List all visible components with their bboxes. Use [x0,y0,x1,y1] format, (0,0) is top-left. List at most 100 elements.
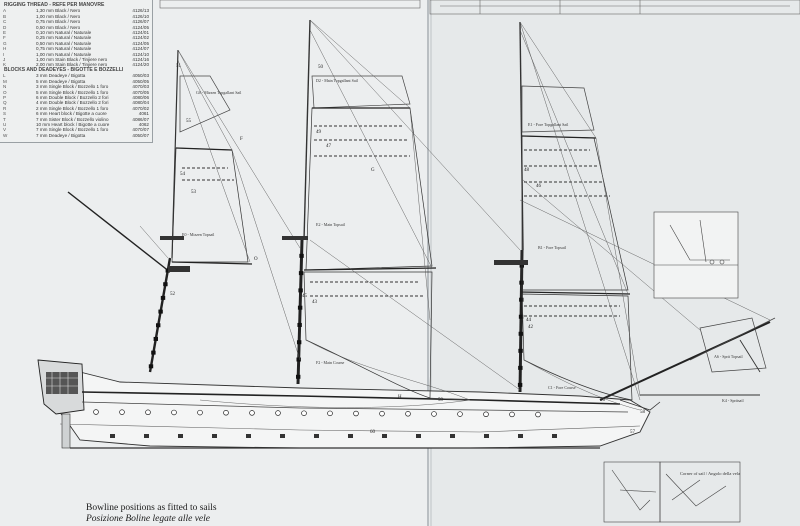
legend-key: D [3,24,7,30]
gun-ports [93,409,541,418]
gun-port [327,410,333,417]
caption-italian: Posizione Boline legate alle vele [86,514,210,524]
mast-band [153,336,158,341]
label-mizzen-topgallant: G0 - Mizzen Topgallant Sail [196,90,242,95]
gun-port [171,409,177,416]
lower-port [450,434,455,438]
mast-band [148,364,154,369]
lower-port [110,434,115,438]
part-number: 44 [526,318,531,323]
mizzen-lateen [67,191,171,273]
waterline [59,423,641,433]
legend-key: U [3,121,7,127]
legend-key: T [3,116,6,122]
fore-topmast [519,21,524,251]
legend-key: V [3,127,7,133]
legend-code: 4070/05 [132,89,149,95]
stern-windows [46,372,78,394]
legend-desc: 1,00 mm Stain Black / Tinjiere nero [36,57,108,63]
part-number: 48 [524,168,529,173]
bow-head [619,399,661,411]
legend-row: D 0,50 mm Black / Nero 4124/05 [0,25,152,30]
hull-outline [39,361,651,449]
legend-desc: 0,50 mm Natural / Naturale [36,40,92,46]
label-spritsail: K4 - Spritsail [722,398,744,403]
mast-band [298,288,303,293]
mast-band [297,322,302,327]
wale-upper [81,391,621,405]
legend-key: G [3,40,7,46]
yards [171,107,631,295]
part-number: 49 [316,130,321,135]
part-number: 59 [438,398,443,403]
legend-code: 4124/01 [132,30,149,36]
legend-desc: 0,50 mm Black / Nero [36,24,81,30]
lower-port [518,434,523,438]
main-topmast [303,19,311,241]
rigging-letter: G [371,168,375,173]
mast-band [519,280,524,285]
bowline-caption: Bowline positions as fitted to sails Pos… [86,503,217,525]
hull [37,317,776,449]
mast-band [297,305,303,310]
jib-boom [689,317,776,361]
legend-key: R [3,105,7,111]
mast-bands [148,253,524,387]
legend-key: H [3,46,7,52]
part-number: 53 [191,190,196,195]
sprit-topsail-yard [739,339,761,373]
legend-code: 4126/13 [132,8,149,14]
top-strip-drawings [159,0,800,15]
mizzen-topgallant-sail [179,75,231,133]
legend-desc: 4 mm Double Block / Bozzello 2 fori [36,100,109,106]
part-number: 56 [600,398,605,403]
lower-port [484,434,489,438]
legend-code: 4124/05 [132,40,149,46]
part-number: 60 [370,430,375,435]
legend-key: Q [3,100,7,106]
legend-code: 4070/07 [132,127,149,133]
legend-code: 4124/02 [132,35,149,41]
mast-band [299,253,304,258]
part-number: 43 [312,300,317,305]
legend-code: 4124/20 [132,62,149,68]
part-number: 46 [536,184,541,189]
mast-band [165,268,170,273]
legend-code: 4050/07 [132,132,149,138]
legend-key: W [3,132,8,138]
legend-key: S [3,111,7,117]
label-main-course: F2 - Main Course [316,360,345,365]
gun-port [431,411,437,417]
legend-code: 4124/05 [132,24,149,30]
gun-port [483,411,489,418]
gun-port [301,410,307,416]
reef-lines [182,125,620,317]
legend-desc: 5 mm Deadeye / Bigotta [36,78,86,84]
fore-course-sail [521,293,633,401]
mast-band [298,271,304,276]
lower-port [178,434,183,438]
legend-code: 4080/04 [132,100,149,106]
mast-band [519,297,524,302]
legend-desc: 7 mm Sister Block / Bozzello violino [36,116,109,122]
bottom-insets [603,461,741,523]
lower-port [212,434,217,438]
legend-code: 4126/07 [132,19,149,25]
sprit-topsail-sail [699,317,767,373]
legend-desc: 1,00 mm Natural / Naturale [36,51,92,57]
part-number: 42 [528,325,533,330]
legend-key: A [3,8,7,14]
legend-code: 4061 [138,111,149,117]
